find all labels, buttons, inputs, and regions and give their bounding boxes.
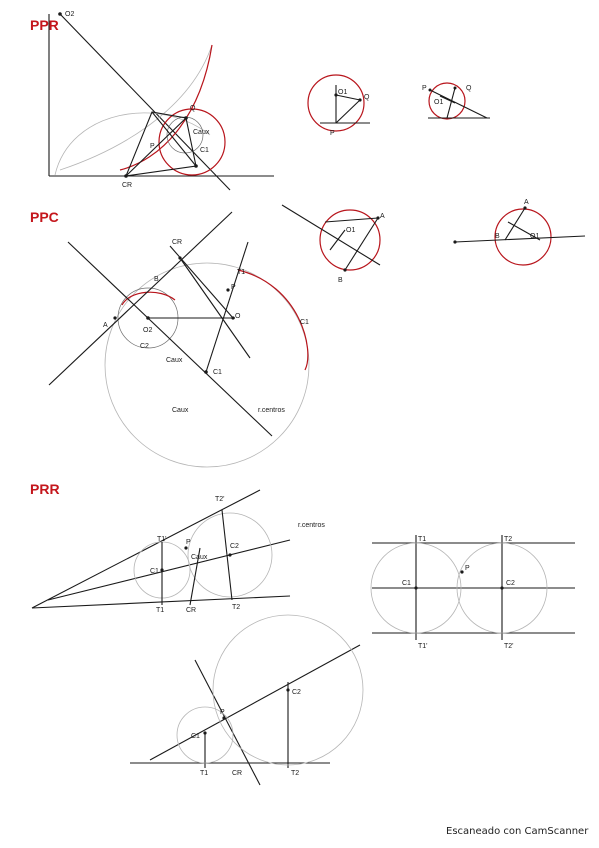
prr-label-t1: T1 [156, 607, 164, 614]
bot-label-p: P [220, 709, 225, 716]
ppc-aux-figure-2: A B O1 [453, 199, 586, 266]
ppc-aux1-label-b: B [338, 277, 343, 284]
ppc-label-cr: CR [172, 239, 182, 246]
prr-aux-parallel: T1 T2 C1 C2 P T1' T2' [370, 535, 575, 650]
ppc-label-t1: T1 [237, 269, 245, 276]
aux1-label-p: P [330, 130, 335, 137]
aux1-label-o: O1 [338, 89, 347, 96]
bot-label-t2: T2 [291, 770, 299, 777]
ppc-label-caux: Caux [166, 357, 183, 364]
prr-label-t2: T2 [232, 604, 240, 611]
ppr-label-q: Q [190, 105, 196, 112]
ppc-label-p: P [231, 284, 236, 291]
prr-label-p: P [186, 539, 191, 546]
ppr-label-caux: Caux [193, 129, 210, 136]
ppr-label-o2: O2 [65, 11, 74, 18]
ppc-label-c2: C2 [140, 343, 149, 350]
prr-label-cr: CR [186, 607, 196, 614]
ppc-title: PPC [30, 209, 59, 225]
prr-label-c1: C1 [150, 568, 159, 575]
ppc-aux1-label-o: O1 [346, 227, 355, 234]
prr-label-t1p: T1' [157, 536, 167, 543]
par-label-c2: C2 [506, 580, 515, 587]
ppr-section: PPR O2 CR Q Caux C1 P [30, 11, 274, 191]
par-label-t1p: T1' [418, 643, 428, 650]
ppr-label-c1: C1 [200, 147, 209, 154]
ppc-label-caux2: Caux [172, 407, 189, 414]
prr-label-c2: C2 [230, 543, 239, 550]
par-label-t2: T2 [504, 536, 512, 543]
ppc-label-c: C1 [300, 319, 309, 326]
ppc-label-c1: C1 [213, 369, 222, 376]
bot-label-cr: CR [232, 770, 242, 777]
ppc-aux2-label-b: B [495, 233, 500, 240]
ppc-aux-figure-1: A O1 B [281, 204, 385, 284]
scanner-watermark: Escaneado con CamScanner [446, 826, 589, 837]
aux2-label-o: O1 [434, 99, 443, 106]
aux2-label-p: P [422, 85, 427, 92]
ppc-label-o: O [235, 313, 241, 320]
ppr-label-p: P [150, 143, 155, 150]
par-label-t2p: T2' [504, 643, 514, 650]
ppr-label-cr: CR [122, 182, 132, 189]
ppc-label-o2: O2 [143, 327, 152, 334]
prr-label-caux: Caux [191, 554, 208, 561]
par-label-p: P [465, 565, 470, 572]
bot-label-c1: C1 [191, 733, 200, 740]
ppr-aux-figure-1: O1 Q P [307, 74, 370, 137]
ppc-aux1-label-a: A [380, 213, 385, 220]
par-label-c1: C1 [402, 580, 411, 587]
prr-bottom-figure: P C2 C1 T1 CR T2 [130, 614, 364, 786]
bot-label-t1: T1 [200, 770, 208, 777]
aux2-label-q: Q [466, 85, 472, 92]
ppc-label-b: B [154, 276, 159, 283]
ppc-label-rcentros: r.centros [258, 407, 285, 414]
ppc-aux2-label-a: A [524, 199, 529, 206]
ppr-title: PPR [30, 17, 59, 33]
bot-label-c2: C2 [292, 689, 301, 696]
prr-section: PRR T1' T2' r.centros P C2 Caux C1 T1 CR… [30, 481, 325, 614]
prr-label-t2p: T2' [215, 496, 225, 503]
ppc-aux2-label-o: O1 [530, 233, 539, 240]
prr-label-vcentros: r.centros [298, 522, 325, 529]
prr-title: PRR [30, 481, 60, 497]
ppr-aux-figure-2: P Q O1 [422, 82, 490, 120]
ppc-label-a: A [103, 322, 108, 329]
aux1-label-q: Q [364, 94, 370, 101]
ppc-section: PPC CR T1 B P A O2 O C2 Caux C1 C1 Caux … [30, 209, 310, 468]
par-label-t1: T1 [418, 536, 426, 543]
